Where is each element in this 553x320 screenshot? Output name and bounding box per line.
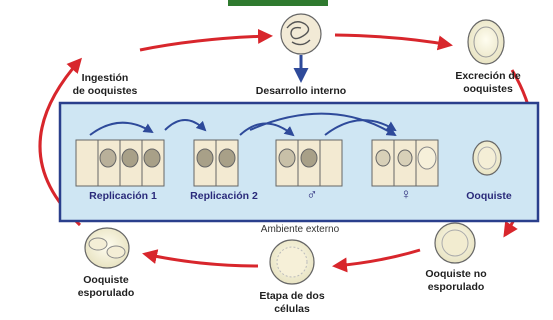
cells-replicacion-2 (193, 139, 239, 187)
female-symbol: ♀ (400, 186, 412, 203)
label-excrecion: Excreción de ooquistes (455, 70, 521, 95)
cells-replicacion-1 (75, 139, 165, 187)
label-desarrollo: Desarrollo interno (255, 85, 347, 97)
two-cell-stage-icon (269, 239, 315, 285)
label-replicacion-1: Replicación 1 (89, 190, 157, 202)
label-ingestion: Ingestión de ooquistes (72, 72, 138, 97)
male-symbol: ♂ (306, 186, 318, 203)
replication-arrows (89, 112, 397, 137)
label-etapa-dos-celulas: Etapa de dos células (259, 290, 325, 315)
arrow-no-esporulado-to-dos-celulas (332, 248, 421, 273)
oocyst-esporulado-icon (84, 227, 130, 269)
arrow-dos-celulas-to-esporulado (142, 249, 259, 268)
label-ambiente-externo: Ambiente externo (260, 224, 340, 235)
label-ooquiste-esporulado: Ooquiste esporulado (77, 274, 135, 299)
intestine-icon (280, 13, 322, 55)
oocyst-excreted-icon (467, 19, 505, 65)
label-ooquiste-panel: Ooquiste (466, 190, 512, 202)
label-ooquiste-no-esporulado: Ooquiste no esporulado (425, 268, 487, 293)
cells-female (371, 139, 439, 187)
label-replicacion-2: Replicación 2 (190, 190, 258, 202)
cells-male (275, 139, 343, 187)
arrow-ingestion-to-intestine (139, 28, 273, 52)
oocyst-no-esporulado-icon (434, 222, 476, 264)
arrow-intestine-to-excretion (334, 33, 453, 51)
top-banner (228, 0, 328, 6)
panel-oocyst-icon (472, 140, 502, 176)
